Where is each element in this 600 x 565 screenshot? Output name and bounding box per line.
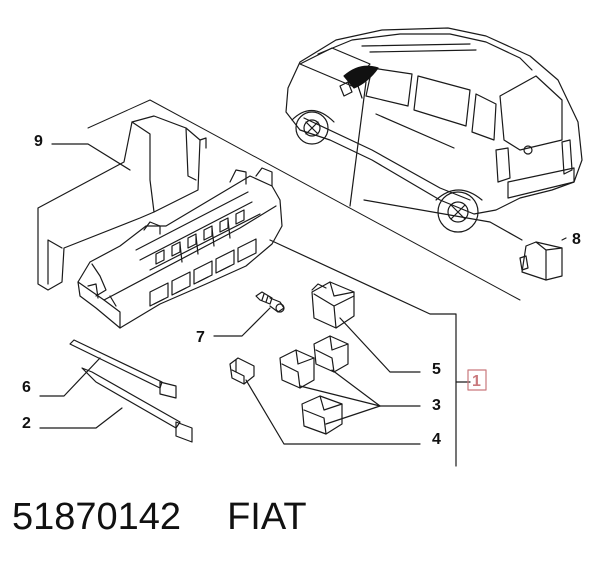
part-7-screw — [255, 291, 285, 313]
callout-9: 9 — [34, 133, 43, 150]
part-1-highlight-box — [467, 369, 487, 391]
callout-1: 1 — [472, 373, 481, 390]
part-6-cable-tie — [69, 339, 177, 399]
part-9-cover — [37, 115, 207, 291]
location-marker — [343, 65, 379, 99]
part-8-connector — [519, 241, 563, 281]
brand-name: FIAT — [227, 496, 307, 538]
part-number: 51870142 — [12, 496, 182, 538]
callout-7: 7 — [196, 329, 205, 346]
callout-6: 6 — [22, 379, 31, 396]
part-4-fuse — [229, 357, 255, 385]
callout-3: 3 — [432, 397, 441, 414]
part-5-relay — [311, 281, 355, 329]
car-illustration — [285, 27, 583, 233]
callout-4: 4 — [432, 431, 441, 448]
callout-5: 5 — [432, 361, 441, 378]
fuse-box-assembly — [77, 167, 283, 329]
callout-8: 8 — [572, 231, 581, 248]
part-3-relays — [279, 335, 349, 435]
callout-2: 2 — [22, 415, 31, 432]
part-caption: 51870142 FIAT — [12, 492, 307, 542]
exploded-parts-diagram: 9 8 7 6 2 5 3 4 1 — [22, 27, 583, 467]
part-2-cable-tie — [81, 367, 193, 443]
